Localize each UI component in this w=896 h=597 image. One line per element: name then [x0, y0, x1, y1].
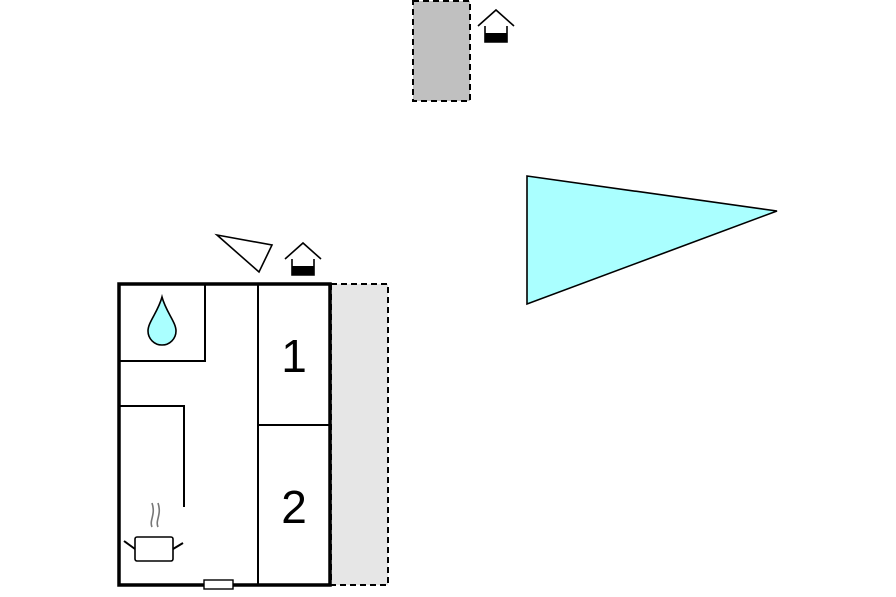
parking-area: [412, 0, 471, 102]
water-drop-icon: [147, 293, 177, 346]
house-entrance-icon: [477, 8, 515, 43]
terrace-area: [330, 283, 389, 586]
room-label-1: 1: [281, 330, 307, 382]
house-entrance-icon: [284, 241, 322, 276]
window-icon: [203, 579, 234, 590]
cooking-pot-icon: [123, 502, 184, 562]
pool-icon: [526, 175, 778, 306]
kitchen-wall: [119, 405, 185, 507]
bathroom-wall: [119, 284, 206, 362]
room-label-2: 2: [281, 481, 307, 533]
pool-small-icon: [214, 233, 274, 274]
